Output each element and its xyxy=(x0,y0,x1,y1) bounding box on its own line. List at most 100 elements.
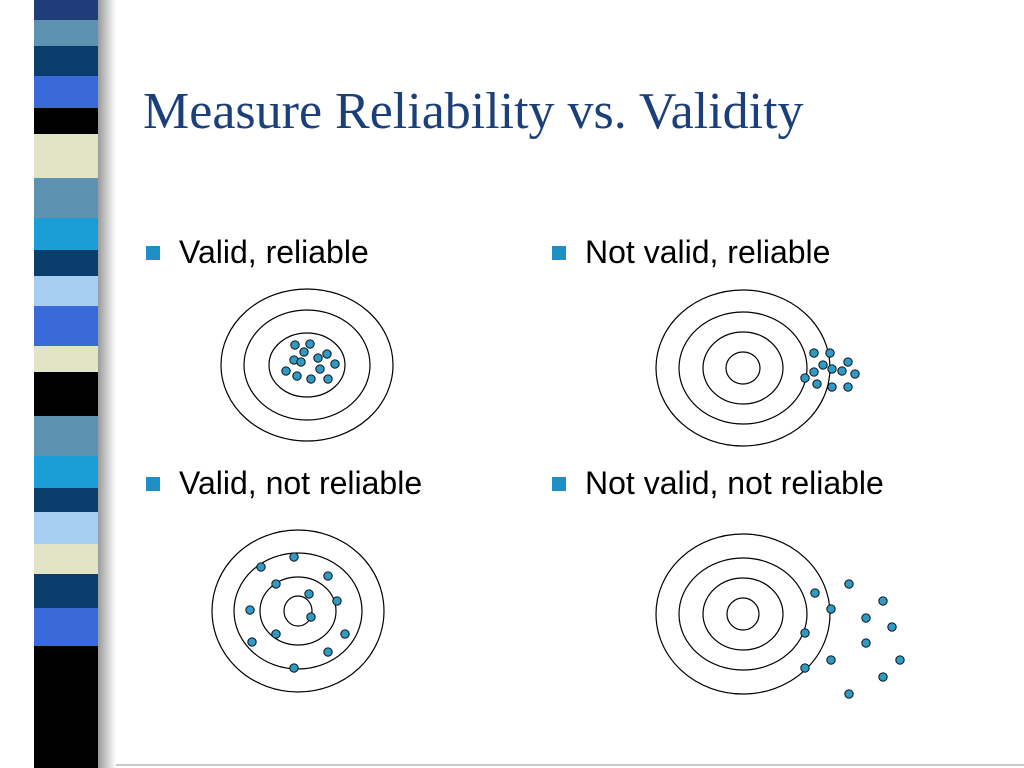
bullet-label: Valid, reliable xyxy=(179,234,369,270)
hit-dot xyxy=(844,579,854,589)
hit-dot xyxy=(818,360,828,370)
stripe-segment xyxy=(34,456,98,488)
hit-dot xyxy=(826,604,836,614)
hit-dot xyxy=(878,596,888,606)
stripe-segment xyxy=(34,20,98,46)
stripe-segment xyxy=(34,46,98,76)
hit-dot xyxy=(844,689,854,699)
square-bullet-icon xyxy=(552,245,566,260)
target-ring xyxy=(702,331,784,405)
hit-dot xyxy=(810,588,820,598)
target-valid-not-reliable xyxy=(211,529,385,693)
square-bullet-icon xyxy=(146,476,160,491)
stripe-segment xyxy=(34,218,98,250)
hit-dot xyxy=(271,579,281,589)
stripe-segment xyxy=(34,512,98,544)
hit-dot xyxy=(256,562,266,572)
decorative-stripe-bar xyxy=(34,0,98,768)
stripe-segment xyxy=(34,646,98,768)
bullet-not-valid-not-reliable: Not valid, not reliable xyxy=(552,465,884,502)
hit-dot xyxy=(895,655,905,665)
bullet-label: Not valid, reliable xyxy=(585,234,831,270)
stripe-segment xyxy=(34,544,98,574)
stripe-segment xyxy=(34,250,98,276)
hit-dot xyxy=(887,622,897,632)
stripe-segment xyxy=(34,372,98,416)
hit-dot xyxy=(306,374,316,384)
hit-dot xyxy=(290,340,300,350)
hit-dot xyxy=(800,628,810,638)
hit-dot xyxy=(809,348,819,358)
hit-dot xyxy=(843,382,853,392)
target-ring xyxy=(726,597,760,631)
target-ring xyxy=(268,332,346,398)
hit-dot xyxy=(800,373,810,383)
bullet-valid-reliable: Valid, reliable xyxy=(146,234,369,271)
target-ring xyxy=(702,577,784,651)
stripe-segment xyxy=(34,76,98,108)
target-not-valid-reliable xyxy=(655,289,860,447)
bullet-not-valid-reliable: Not valid, reliable xyxy=(552,234,830,271)
target-ring xyxy=(243,309,371,421)
stripe-segment xyxy=(34,0,98,20)
stripe-segment xyxy=(34,416,98,456)
target-ring xyxy=(259,576,337,646)
hit-dot xyxy=(313,353,323,363)
hit-dot xyxy=(323,571,333,581)
hit-dot xyxy=(289,552,299,562)
hit-dot xyxy=(306,612,316,622)
hit-dot xyxy=(812,379,822,389)
stripe-segment xyxy=(34,108,98,134)
stripe-segment xyxy=(34,346,98,372)
hit-dot xyxy=(809,367,819,377)
target-ring xyxy=(655,533,831,695)
hit-dot xyxy=(878,672,888,682)
hit-dot xyxy=(332,596,342,606)
hit-dot xyxy=(323,647,333,657)
slide-title: Measure Reliability vs. Validity xyxy=(143,83,804,140)
bottom-rule xyxy=(116,764,1024,766)
hit-dot xyxy=(330,359,340,369)
stripe-segment xyxy=(34,134,98,178)
bullet-valid-not-reliable: Valid, not reliable xyxy=(146,465,422,502)
target-not-valid-not-reliable xyxy=(655,533,905,699)
hit-dot xyxy=(304,589,314,599)
target-ring xyxy=(725,351,761,385)
hit-dot xyxy=(281,366,291,376)
target-ring xyxy=(678,557,808,671)
hit-dot xyxy=(292,371,302,381)
hit-dot xyxy=(800,663,810,673)
hit-dot xyxy=(837,366,847,376)
stripe-segment xyxy=(34,488,98,512)
stripe-segment xyxy=(34,574,98,608)
hit-dot xyxy=(247,637,257,647)
square-bullet-icon xyxy=(552,476,566,491)
bullet-label: Not valid, not reliable xyxy=(585,465,884,501)
stripe-segment xyxy=(34,608,98,646)
target-ring xyxy=(655,289,831,447)
hit-dot xyxy=(340,629,350,639)
hit-dot xyxy=(245,605,255,615)
hit-dot xyxy=(305,339,315,349)
hit-dot xyxy=(825,348,835,358)
target-ring xyxy=(678,311,808,425)
target-ring xyxy=(211,529,385,693)
hit-dot xyxy=(315,364,325,374)
square-bullet-icon xyxy=(146,245,160,260)
target-ring xyxy=(283,595,313,627)
stripe-segment xyxy=(34,276,98,306)
hit-dot xyxy=(323,374,333,384)
hit-dot xyxy=(827,382,837,392)
hit-dot xyxy=(322,349,332,359)
hit-dot xyxy=(827,364,837,374)
hit-dot xyxy=(861,638,871,648)
hit-dot xyxy=(271,629,281,639)
stripe-segment xyxy=(34,306,98,346)
hit-dot xyxy=(296,357,306,367)
target-valid-reliable xyxy=(220,288,394,442)
stripe-segment xyxy=(34,178,98,218)
hit-dot xyxy=(861,613,871,623)
target-ring xyxy=(220,288,394,442)
hit-dot xyxy=(843,357,853,367)
bullet-label: Valid, not reliable xyxy=(179,465,423,501)
